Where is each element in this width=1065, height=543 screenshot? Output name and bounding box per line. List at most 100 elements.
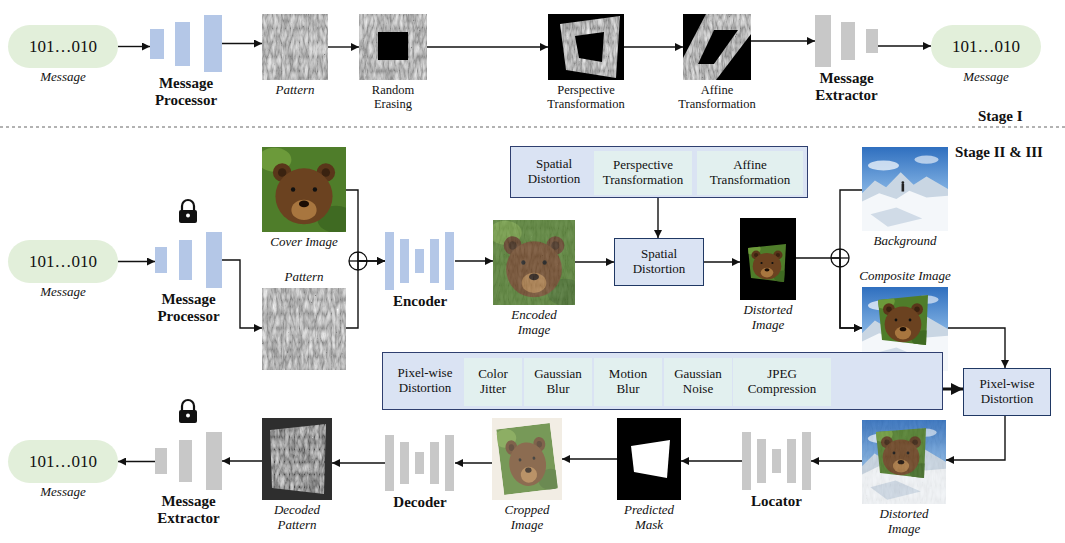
flow-arrow xyxy=(118,461,155,462)
distortion-cell: Affine Transformation xyxy=(697,151,803,195)
message-bits: 101…010 xyxy=(29,252,97,272)
caption-label: Decoder xyxy=(380,494,460,511)
message-pill: 101…010Message xyxy=(8,240,118,283)
distorted-image: Distorted Image xyxy=(740,218,796,300)
caption-label: Perspective Transformation xyxy=(540,83,632,112)
erased-pattern: Random Erasing xyxy=(359,14,427,80)
message-bits: 101…010 xyxy=(29,452,97,472)
box-text: Spatial Distortion xyxy=(615,247,703,277)
distortion-cell: Perspective Transformation xyxy=(594,151,692,195)
caption-label: Message Processor xyxy=(149,291,229,326)
caption-label: Decoded Pattern xyxy=(266,503,328,533)
box-text: Gaussian Blur xyxy=(524,367,592,397)
distortion-cell: Color Jitter xyxy=(464,358,522,406)
flow-arrow xyxy=(455,260,493,261)
panel-heading: Pixel-wise Distortion xyxy=(387,353,463,409)
background-image: Background xyxy=(862,147,948,231)
flow-arrow xyxy=(796,258,862,328)
flow-arrow xyxy=(328,46,359,47)
caption-label: Message xyxy=(8,485,118,500)
perspective-pattern: Perspective Transformation xyxy=(548,14,624,80)
process-box: Spatial Distortion xyxy=(614,238,704,286)
cover-image: Cover Image xyxy=(262,147,346,232)
flow-arrow xyxy=(704,261,740,262)
process-box: Pixel-wise Distortion xyxy=(963,368,1051,416)
flow-arrow xyxy=(878,45,931,46)
mask-image: Predicted Mask xyxy=(617,418,681,500)
message-pill: 101…010Message xyxy=(8,440,118,483)
flow-arrow xyxy=(222,260,262,328)
flow-arrow xyxy=(943,388,963,391)
caption-label: Composite Image xyxy=(850,269,960,284)
caption-label: Message Extractor xyxy=(807,70,887,105)
caption-label: Random Erasing xyxy=(362,83,424,112)
caption-label: Message Processor xyxy=(146,75,226,110)
caption-label: Predicted Mask xyxy=(616,503,682,533)
pattern-image: Pattern xyxy=(262,14,328,80)
network-icon: Message Processor xyxy=(155,232,222,288)
flow-arrow xyxy=(455,462,492,463)
box-text: Pixel-wise Distortion xyxy=(964,377,1050,407)
flow-arrow xyxy=(624,46,683,47)
flow-arrow xyxy=(575,261,614,262)
flow-arrow xyxy=(118,46,150,47)
distortion-cell: JPEG Compression xyxy=(733,358,831,406)
network-icon: Message Extractor xyxy=(815,15,878,67)
caption-label: Distorted Image xyxy=(872,507,936,537)
network-icon: Encoder xyxy=(385,232,455,290)
message-pill: 101…010Message xyxy=(931,25,1041,68)
caption-label: Cropped Image xyxy=(496,503,558,533)
box-text: Gaussian Noise xyxy=(664,367,732,397)
caption-label: Message xyxy=(8,285,118,300)
flow-arrow xyxy=(657,198,658,238)
flow-arrow xyxy=(346,190,385,261)
flow-arrow xyxy=(948,328,1005,368)
flow-arrow xyxy=(681,460,742,461)
box-text: Motion Blur xyxy=(594,367,662,397)
caption-label: Background xyxy=(855,234,955,249)
caption-label: Affine Transformation xyxy=(671,83,763,112)
flow-arrow xyxy=(427,46,548,47)
distortion-panel: Spatial DistortionPerspective Transforma… xyxy=(510,146,808,198)
caption-label: Pattern xyxy=(260,83,330,98)
flow-arrow xyxy=(222,460,262,461)
flow-arrow xyxy=(751,40,815,41)
caption-label: Pattern xyxy=(264,270,344,285)
box-text: Color Jitter xyxy=(464,367,522,397)
box-text: Affine Transformation xyxy=(697,158,803,188)
caption-label: Encoder xyxy=(380,293,460,310)
distortion-cell: Gaussian Noise xyxy=(664,358,732,406)
flow-arrow xyxy=(562,458,617,459)
distortion-cell: Motion Blur xyxy=(594,358,662,406)
caption-label: Message xyxy=(8,70,118,85)
message-bits: 101…010 xyxy=(29,37,97,57)
affine-pattern: Affine Transformation xyxy=(683,14,751,80)
stage-label: Stage II & III xyxy=(955,144,1043,161)
cropped-image: Cropped Image xyxy=(492,418,562,500)
message-bits: 101…010 xyxy=(952,37,1020,57)
caption-label: Locator xyxy=(737,493,817,510)
network-icon: Decoder xyxy=(385,435,455,491)
box-text: Perspective Transformation xyxy=(594,158,692,188)
decoded-pattern: Decoded Pattern xyxy=(262,418,332,500)
caption-label: Encoded Image xyxy=(504,308,564,338)
network-icon: Message Processor xyxy=(150,15,222,72)
distorted-image: Distorted Image xyxy=(862,420,946,504)
encoded-image: Encoded Image xyxy=(493,220,575,305)
flow-arrow xyxy=(222,43,262,44)
message-pill: 101…010Message xyxy=(8,25,118,68)
flow-arrow xyxy=(840,190,862,328)
panel-heading: Spatial Distortion xyxy=(515,147,593,197)
caption-label: Cover Image xyxy=(254,235,354,250)
caption-label: Message Extractor xyxy=(149,493,229,528)
stage-label: Stage I xyxy=(978,108,1023,125)
pattern-image: Pattern xyxy=(262,288,346,370)
network-icon: Message Extractor xyxy=(155,432,222,490)
distortion-panel: Pixel-wise DistortionColor JitterGaussia… xyxy=(382,352,943,410)
flow-arrow xyxy=(346,261,385,328)
flow-arrow xyxy=(811,460,862,461)
caption-label: Message xyxy=(931,70,1041,85)
caption-label: Distorted Image xyxy=(736,303,800,333)
box-text: JPEG Compression xyxy=(733,367,831,397)
flow-arrow xyxy=(118,261,155,262)
